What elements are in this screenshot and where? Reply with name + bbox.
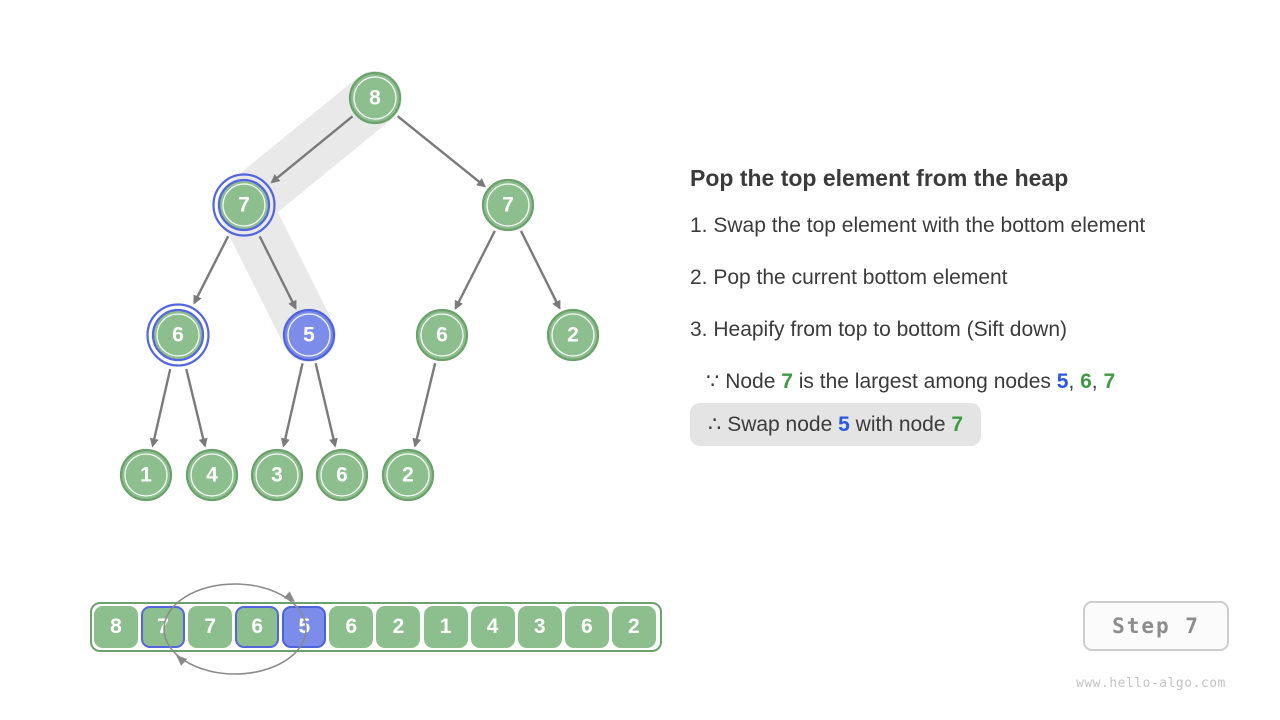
array-cell-8: 4 xyxy=(470,606,515,648)
tree-node-5: 5 xyxy=(282,308,336,362)
tree-node-value: 8 xyxy=(369,87,381,110)
tree-edge xyxy=(270,115,354,184)
therefore-pill: ∴ Swap node 5 with node 7 xyxy=(690,403,982,446)
swap-arrowhead-top-icon xyxy=(283,591,295,602)
tree-edge xyxy=(519,230,561,310)
tree-edge xyxy=(185,368,208,448)
node-7-ref: 7 xyxy=(1103,370,1116,393)
node-5-ref: 5 xyxy=(838,413,850,436)
tree-node-value: 3 xyxy=(271,464,283,487)
tree-node-6: 6 xyxy=(315,448,369,502)
tree-edge xyxy=(314,362,338,448)
tree-node-value: 4 xyxy=(206,464,218,487)
tree-node-value: 7 xyxy=(502,194,514,217)
tree-node-8: 8 xyxy=(348,71,402,125)
tree-edge xyxy=(280,363,304,448)
panel-step-2: 2. Pop the current bottom element xyxy=(690,266,1008,289)
tree-node-2: 2 xyxy=(546,308,600,362)
array-cell-1: 7 xyxy=(141,606,186,648)
tree-node-value: 7 xyxy=(238,194,250,217)
node-5-ref: 5 xyxy=(1056,370,1069,393)
node-7-ref: 7 xyxy=(951,413,964,436)
tree-node-6: 6 xyxy=(415,308,469,362)
tree-node-value: 5 xyxy=(303,324,315,347)
tree-node-value: 1 xyxy=(140,464,152,487)
tree-node-2: 2 xyxy=(381,448,435,502)
because-text: , xyxy=(1091,370,1104,393)
tree-edge xyxy=(193,235,230,305)
tree-node-6: 6 xyxy=(146,303,210,367)
tree-node-7: 7 xyxy=(481,178,535,232)
tree-node-value: 6 xyxy=(436,324,448,347)
heap-tree-figure: 8 7 7 6 5 6 2 1 4 3 6 2 xyxy=(119,71,600,502)
panel-step-1: 1. Swap the top element with the bottom … xyxy=(690,214,1146,237)
tree-edge xyxy=(454,230,496,310)
swap-arrowhead-bottom-icon xyxy=(176,655,188,666)
tree-node-value: 2 xyxy=(567,324,579,347)
array-cell-10: 6 xyxy=(564,606,609,648)
array-cell-6: 2 xyxy=(376,606,421,648)
tree-node-value: 6 xyxy=(336,464,348,487)
because-text: , xyxy=(1068,370,1081,393)
swap-indicator xyxy=(163,583,307,675)
because-text: ∵ Node xyxy=(706,370,782,393)
array-cell-5: 6 xyxy=(329,606,374,648)
step-badge: Step 7 xyxy=(1083,601,1229,651)
tree-node-7: 7 xyxy=(212,173,276,237)
tree-edge xyxy=(149,368,172,448)
swap-ellipse xyxy=(163,583,307,675)
tree-edge xyxy=(258,235,297,310)
array-cell-11: 2 xyxy=(611,606,656,648)
node-6-ref: 6 xyxy=(1080,370,1092,393)
array-cell-9: 3 xyxy=(517,606,562,648)
tree-edge xyxy=(412,362,437,448)
watermark: www.hello-algo.com xyxy=(1076,676,1226,691)
array-cell-0: 8 xyxy=(94,606,138,648)
array-cell-3: 6 xyxy=(235,606,280,648)
tree-node-1: 1 xyxy=(119,448,173,502)
because-text: is the largest among nodes xyxy=(792,370,1057,393)
node-7-ref: 7 xyxy=(781,370,793,393)
panel-title: Pop the top element from the heap xyxy=(690,165,1069,191)
tree-node-4: 4 xyxy=(185,448,239,502)
therefore-text: ∴ Swap node xyxy=(708,413,839,436)
tree-edge xyxy=(396,115,487,188)
panel-step-3: 3. Heapify from top to bottom (Sift down… xyxy=(690,318,1067,341)
tree-node-value: 2 xyxy=(402,464,414,487)
therefore-text: with node xyxy=(849,413,952,436)
array-cell-2: 7 xyxy=(188,606,233,648)
tree-node-value: 6 xyxy=(172,324,184,347)
tree-node-3: 3 xyxy=(250,448,304,502)
array-cell-7: 1 xyxy=(423,606,468,648)
because-line: ∵ Node 7 is the largest among nodes 5, 6… xyxy=(706,369,1115,394)
